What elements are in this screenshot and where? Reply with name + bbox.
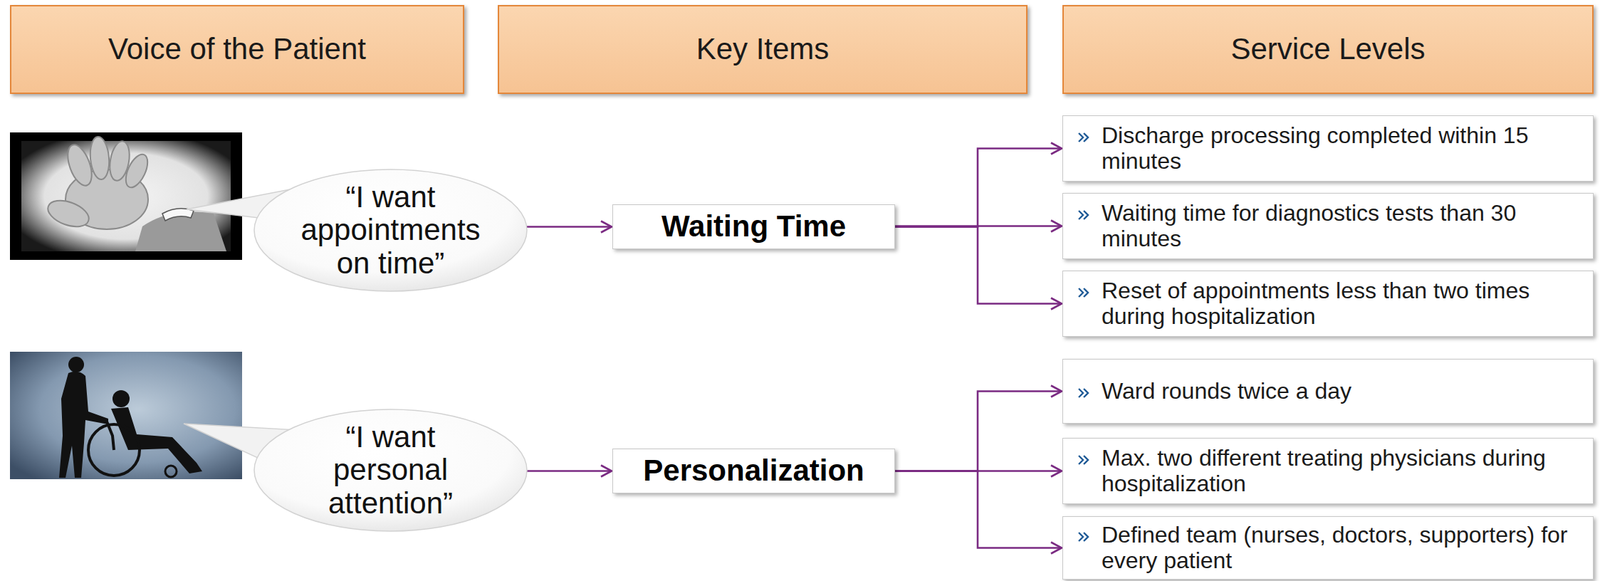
service-level-box: Discharge processing completed within 15… [1062, 115, 1594, 182]
arrow-connector [895, 143, 1062, 228]
arrow-head [1051, 542, 1062, 554]
bullet-stroke [1083, 532, 1089, 542]
node-text: Personalization [642, 453, 864, 488]
arrow-head [1051, 298, 1062, 310]
node-text: Ward rounds twice a day [1101, 378, 1352, 404]
arrow-head [600, 221, 612, 233]
arrow-head [1051, 220, 1062, 233]
service-level-box: Waiting time for diagnostics tests than … [1062, 192, 1594, 260]
column-header: Key Items [497, 4, 1028, 94]
finger [88, 136, 111, 181]
node-text: Reset of appointments less than two time… [1101, 278, 1583, 329]
patient-head [112, 390, 130, 408]
column-header: Service Levels [1062, 4, 1594, 94]
thumb [44, 195, 92, 233]
node-text: Waiting time for diagnostics tests than … [1101, 200, 1583, 251]
column-header: Voice of the Patient [9, 4, 465, 94]
bullet-stroke [1083, 455, 1089, 465]
bullet-stroke [1078, 455, 1084, 465]
connector-line [895, 227, 1062, 305]
node-text: “I want personal attention” [292, 420, 489, 520]
chair-frame [106, 421, 114, 451]
photo-frame [9, 132, 243, 260]
arrow-head [1051, 385, 1062, 398]
node-text: Service Levels [1230, 32, 1425, 67]
bullet-stroke [1083, 288, 1089, 297]
service-level-box: Defined team (nurses, doctors, supporter… [1062, 516, 1594, 580]
node-text: “I want appointments on time” [292, 180, 489, 280]
bullet-chevron [1077, 131, 1091, 144]
node-text: Discharge processing completed within 15… [1101, 123, 1583, 174]
service-level-box: Max. two different treating physicians d… [1062, 437, 1594, 505]
bullet-stroke [1078, 388, 1084, 398]
arrow-head [1051, 465, 1062, 478]
bullet-stroke [1078, 133, 1084, 142]
speech-bubble: “I want personal attention” [252, 408, 529, 533]
connector-line [895, 391, 1062, 472]
carer-head [68, 356, 85, 373]
bubble-ellipse [254, 409, 527, 532]
arrow-head [1051, 143, 1062, 155]
bubble-ellipse [254, 169, 527, 292]
bullet-stroke [1078, 210, 1084, 220]
wheelchair-silhouette [59, 356, 203, 478]
speech-bubble: “I want appointments on time” [252, 168, 529, 293]
bullet-chevron [1077, 454, 1091, 466]
bullet-stroke [1078, 288, 1084, 297]
bullet-chevron [1077, 286, 1091, 299]
baby-hand [44, 136, 152, 232]
connector-line [526, 469, 612, 473]
bullet-stroke [1083, 133, 1089, 142]
bullet-stroke [1083, 210, 1089, 220]
baby-face [135, 211, 227, 252]
bullet-stroke [1078, 532, 1084, 542]
node-text: Max. two different treating physicians d… [1101, 445, 1583, 496]
photo-ground [9, 351, 243, 480]
arrow-connector [895, 227, 1062, 310]
baby-teeth [162, 208, 194, 221]
bullet-chevron [1077, 531, 1091, 543]
arrow-head [600, 465, 612, 478]
bullet-chevron [1077, 209, 1091, 221]
arrow-connector [526, 465, 612, 478]
arrow-connector [526, 221, 612, 233]
service-level-box: Ward rounds twice a day [1062, 358, 1594, 424]
key-item-box: Personalization [612, 448, 896, 494]
connector-line [895, 471, 1062, 549]
bullet-stroke [1083, 388, 1089, 398]
node-text: Key Items [696, 32, 830, 67]
connector-line [526, 225, 612, 228]
key-item-box: Waiting Time [612, 204, 896, 250]
node-text: Waiting Time [661, 209, 846, 244]
node-text: Defined team (nurses, doctors, supporter… [1101, 522, 1583, 573]
connector-line [895, 148, 1062, 228]
carer-body [59, 371, 109, 478]
arrow-connector [895, 385, 1062, 472]
finger [121, 150, 153, 191]
patient-body [111, 407, 203, 474]
bullet-chevron [1077, 387, 1091, 399]
arrow-connector [895, 471, 1062, 554]
service-level-box: Reset of appointments less than two time… [1062, 270, 1594, 337]
chair-caster [165, 465, 177, 478]
node-text: Voice of the Patient [108, 32, 366, 67]
